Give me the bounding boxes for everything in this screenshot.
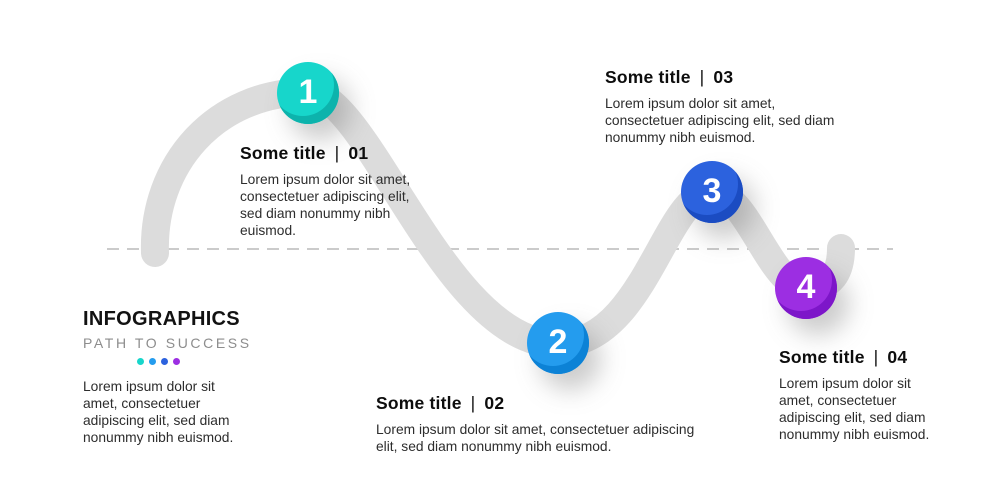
- step-1-marker: 1: [277, 62, 339, 124]
- step-1-title-row: Some title | 01: [240, 143, 412, 164]
- step-2-title-row: Some title | 02: [376, 393, 698, 414]
- step-4-marker: 4: [775, 257, 837, 319]
- step-1-separator: |: [334, 143, 340, 163]
- step-2-title: Some title: [376, 393, 462, 413]
- step-2-marker: 2: [527, 312, 589, 374]
- brand-dot-3: [160, 358, 168, 365]
- step-3-separator: |: [699, 67, 705, 87]
- step-3-marker: 3: [681, 161, 743, 223]
- step-4-title: Some title: [779, 347, 865, 367]
- step-4-title-row: Some title | 04: [779, 347, 931, 368]
- step-2-description: Lorem ipsum dolor sit amet, consectetuer…: [376, 422, 695, 454]
- step-2-number: 2: [548, 323, 568, 361]
- step-3-title-row: Some title | 03: [605, 67, 837, 88]
- step-2-text-block: Some title | 02 Lorem ipsum dolor sit am…: [376, 393, 698, 455]
- step-1-description: Lorem ipsum dolor sit amet, consectetuer…: [240, 172, 411, 238]
- brand-description: Lorem ipsum dolor sit amet, consectetuer…: [83, 379, 234, 445]
- brand-dot-2: [148, 358, 156, 365]
- step-1-text-block: Some title | 01 Lorem ipsum dolor sit am…: [240, 143, 412, 239]
- step-1-number: 1: [298, 73, 318, 111]
- step-3-text-block: Some title | 03 Lorem ipsum dolor sit am…: [605, 67, 837, 146]
- step-3-index: 03: [713, 67, 734, 87]
- brand-dots: [83, 358, 233, 365]
- step-4-number: 4: [796, 268, 816, 306]
- brand-subtitle: PATH TO SUCCESS: [83, 335, 252, 351]
- brand-dot-4: [172, 358, 180, 365]
- step-4-text-block: Some title | 04 Lorem ipsum dolor sit am…: [779, 347, 931, 443]
- step-2-index: 02: [484, 393, 505, 413]
- step-3-number: 3: [702, 172, 722, 210]
- step-4-separator: |: [873, 347, 879, 367]
- step-3-title: Some title: [605, 67, 691, 87]
- brand-title: INFOGRAPHICS: [83, 308, 240, 330]
- brand-dot-1: [136, 358, 144, 365]
- step-2-separator: |: [470, 393, 476, 413]
- step-4-description: Lorem ipsum dolor sit amet, consectetuer…: [779, 376, 930, 442]
- brand-block: INFOGRAPHICS PATH TO SUCCESS Lorem ipsum…: [83, 308, 252, 446]
- step-1-index: 01: [348, 143, 369, 163]
- step-1-title: Some title: [240, 143, 326, 163]
- step-4-index: 04: [887, 347, 908, 367]
- step-3-description: Lorem ipsum dolor sit amet, consectetuer…: [605, 96, 835, 145]
